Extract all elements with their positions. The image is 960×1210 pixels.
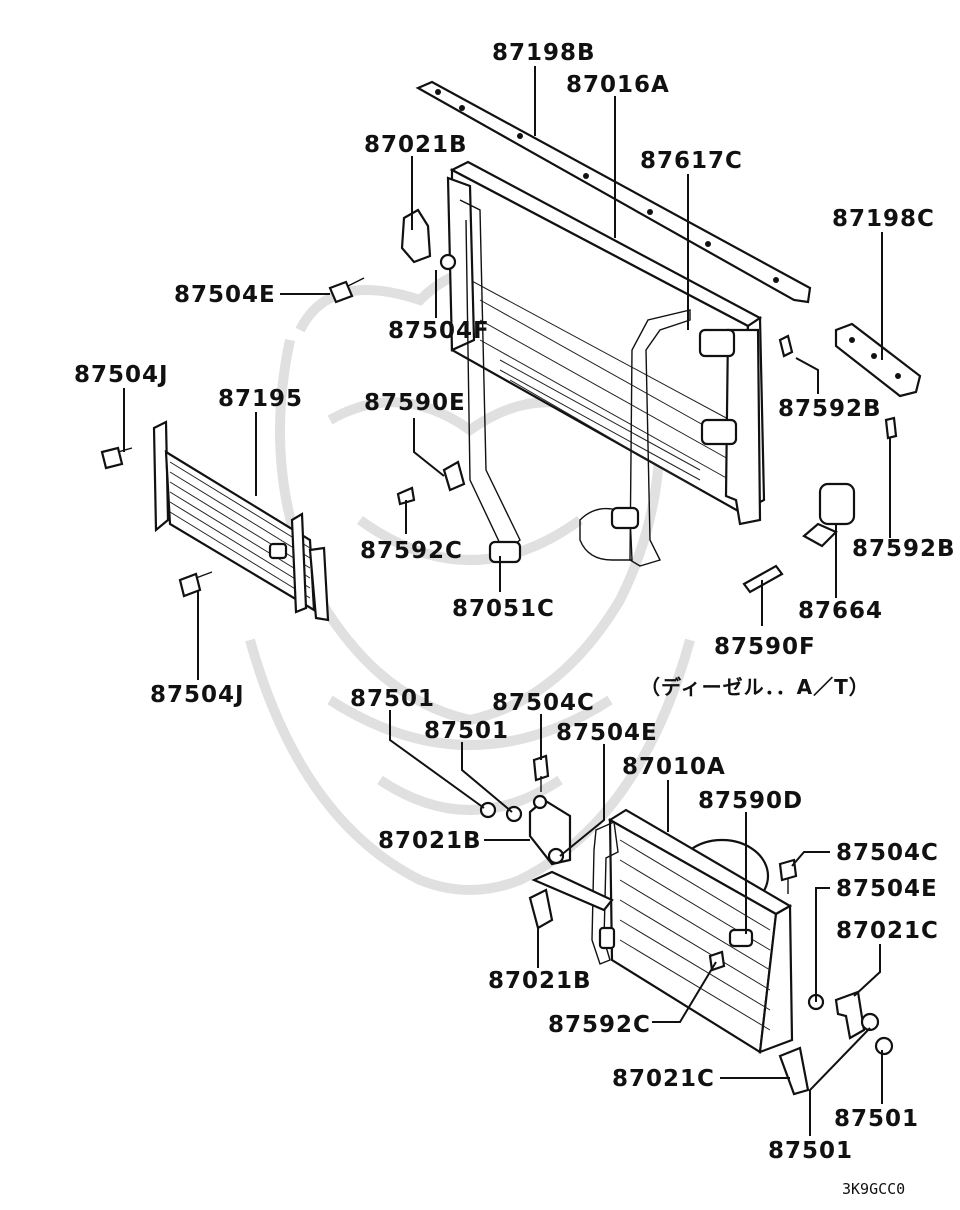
bolt-87504j-left bbox=[100, 446, 133, 470]
label-87501-bottom: 87501 bbox=[768, 1138, 853, 1164]
label-87504j-left: 87504J bbox=[74, 362, 169, 388]
bracket-87021b-mid bbox=[528, 794, 572, 866]
part-labels: 87198B 87016A 87021B 87617C 87198C 87504… bbox=[74, 40, 956, 1198]
screw-87592c-top bbox=[396, 486, 416, 506]
variant-note: （ディーゼル．．A／T） bbox=[640, 675, 870, 699]
bracket-87021c-low bbox=[778, 1046, 810, 1096]
screw-87592b-b bbox=[884, 416, 898, 440]
oil-cooler-87195 bbox=[152, 420, 330, 622]
clip-87590e bbox=[442, 460, 466, 492]
label-87501-right: 87501 bbox=[834, 1106, 919, 1132]
bracket-87021c-right bbox=[834, 990, 866, 1040]
label-87664: 87664 bbox=[798, 598, 883, 624]
label-87010a: 87010A bbox=[622, 754, 726, 780]
label-87504e-right: 87504E bbox=[836, 876, 938, 902]
label-87592b-b: 87592B bbox=[852, 536, 956, 562]
label-87504c-right: 87504C bbox=[836, 840, 939, 866]
screw-87592b-a bbox=[778, 334, 794, 358]
nut-87501-bottom bbox=[860, 1012, 880, 1032]
label-87195: 87195 bbox=[218, 386, 303, 412]
label-87501-a: 87501 bbox=[350, 686, 435, 712]
label-87021b-low: 87021B bbox=[488, 968, 592, 994]
upper-condenser bbox=[415, 80, 812, 567]
label-87021b-top: 87021B bbox=[364, 132, 468, 158]
nut-87501-a bbox=[479, 801, 497, 819]
label-87617c: 87617C bbox=[640, 148, 743, 174]
label-87021c-right: 87021C bbox=[836, 918, 939, 944]
label-87051c: 87051C bbox=[452, 596, 555, 622]
label-87016a: 87016A bbox=[566, 72, 670, 98]
label-87198b: 87198B bbox=[492, 40, 596, 66]
label-87504e-top: 87504E bbox=[174, 282, 276, 308]
bolt-87504j-bottom bbox=[178, 571, 213, 598]
label-87590f: 87590F bbox=[714, 634, 816, 660]
bolt-87504e-top bbox=[328, 277, 365, 304]
label-87504e-mid: 87504E bbox=[556, 720, 658, 746]
label-87501-b: 87501 bbox=[424, 718, 509, 744]
label-87504j-bottom: 87504J bbox=[150, 682, 245, 708]
label-87592c-low: 87592C bbox=[548, 1012, 651, 1038]
nut-87501-right bbox=[874, 1036, 894, 1056]
label-87592b-a: 87592B bbox=[778, 396, 882, 422]
diagram-code: 3K9GCC0 bbox=[842, 1180, 905, 1198]
label-87021b-mid: 87021B bbox=[378, 828, 482, 854]
label-87592c-top: 87592C bbox=[360, 538, 463, 564]
bracket-87198c bbox=[834, 322, 922, 398]
bracket-87021b-top bbox=[400, 208, 457, 271]
bracket-87021b-low bbox=[528, 870, 614, 930]
receiver-87664 bbox=[802, 482, 856, 548]
clip-87590f bbox=[742, 564, 784, 594]
label-87504f: 87504F bbox=[388, 318, 490, 344]
label-87198c: 87198C bbox=[832, 206, 935, 232]
leader-lines bbox=[123, 66, 891, 1136]
bolt-87504e-mid bbox=[547, 847, 565, 865]
label-87021c-low: 87021C bbox=[612, 1066, 715, 1092]
label-87504c-top: 87504C bbox=[492, 690, 595, 716]
label-87590e: 87590E bbox=[364, 390, 466, 416]
label-87590d: 87590D bbox=[698, 788, 803, 814]
